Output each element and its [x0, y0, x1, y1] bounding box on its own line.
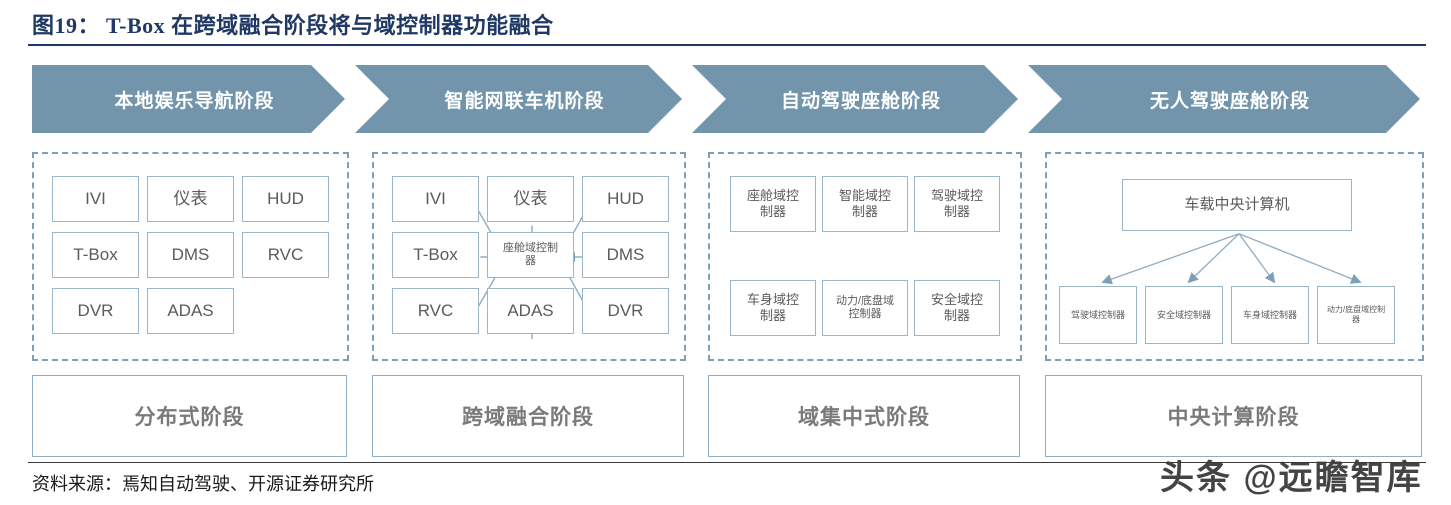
- node-dms: DMS: [582, 232, 669, 278]
- node-cluster: 仪表: [487, 176, 574, 222]
- node-adas: ADAS: [487, 288, 574, 334]
- node-ivi: IVI: [392, 176, 479, 222]
- stage-label-1-text: 分布式阶段: [134, 406, 245, 429]
- node-cockpit-domain-controller: 座舱域控制器: [730, 176, 816, 232]
- node-driving-domain-controller: 驾驶域控制器: [1059, 286, 1137, 344]
- node-smart-domain-controller: 智能域控制器: [822, 176, 908, 232]
- arrow-center-to-body: [1238, 233, 1276, 284]
- node-tbox: T-Box: [392, 232, 479, 278]
- node-dvr: DVR: [52, 288, 139, 334]
- stage-label-domain-centralized: 域集中式阶段: [708, 375, 1020, 457]
- stage-banner-2: 智能网联车机阶段: [355, 65, 682, 133]
- node-adas: ADAS: [147, 288, 234, 334]
- node-safety-domain-controller: 安全域控制器: [914, 280, 1000, 336]
- node-vehicle-central-computer: 车载中央计算机: [1122, 179, 1352, 231]
- node-safety-domain-controller: 安全域控制器: [1145, 286, 1223, 344]
- stage-banner-2-label: 智能网联车机阶段: [444, 90, 605, 112]
- arrow-center-to-driving: [1101, 233, 1240, 285]
- node-tbox: T-Box: [52, 232, 139, 278]
- stage-banner-3: 自动驾驶座舱阶段: [692, 65, 1018, 133]
- stage-label-4-text: 中央计算阶段: [1167, 406, 1300, 429]
- stage-banner-3-label: 自动驾驶座舱阶段: [780, 90, 941, 112]
- node-powertrain-chassis-domain-controller: 动力/底盘域控制器: [1317, 286, 1395, 344]
- stage-banner-4: 无人驾驶座舱阶段: [1028, 65, 1420, 133]
- panel-domain-centralized: 座舱域控制器 智能域控制器 驾驶域控制器 车身域控制器 动力/底盘域控制器 安全…: [708, 152, 1022, 361]
- node-dvr: DVR: [582, 288, 669, 334]
- node-hud: HUD: [242, 176, 329, 222]
- node-ivi: IVI: [52, 176, 139, 222]
- stage-banner-1-label: 本地娱乐导航阶段: [114, 90, 275, 112]
- arrow-center-to-powertrain: [1238, 233, 1362, 284]
- watermark: 头条 @远瞻智库: [1160, 459, 1423, 497]
- node-body-domain-controller: 车身域控制器: [730, 280, 816, 336]
- arrow-center-to-safety: [1187, 233, 1240, 284]
- stage-label-central-compute: 中央计算阶段: [1045, 375, 1422, 457]
- stage-label-distributed: 分布式阶段: [32, 375, 347, 457]
- node-hud: HUD: [582, 176, 669, 222]
- stage-banner-1: 本地娱乐导航阶段: [32, 65, 345, 133]
- footer-divider: [28, 462, 1426, 463]
- node-rvc: RVC: [392, 288, 479, 334]
- panel-distributed: IVI 仪表 HUD T-Box DMS RVC DVR ADAS: [32, 152, 349, 361]
- node-cockpit-domain-controller: 座舱域控制器: [487, 232, 574, 278]
- node-body-domain-controller: 车身域控制器: [1231, 286, 1309, 344]
- node-cluster: 仪表: [147, 176, 234, 222]
- source-note: 资料来源：焉知自动驾驶、开源证券研究所: [32, 474, 374, 494]
- node-powertrain-chassis-domain-controller: 动力/底盘域控制器: [822, 280, 908, 336]
- node-driving-domain-controller: 驾驶域控制器: [914, 176, 1000, 232]
- stage-label-2-text: 跨域融合阶段: [462, 406, 594, 429]
- figure-title: 图19： T-Box 在跨域融合阶段将与域控制器功能融合: [32, 13, 554, 38]
- panel-central-compute: 车载中央计算机 驾驶域控制器 安全域控制器 车身域控制器 动力/底盘域控制器: [1045, 152, 1424, 361]
- stage-banner-4-label: 无人驾驶座舱阶段: [1149, 90, 1310, 112]
- stage-label-3-text: 域集中式阶段: [798, 406, 930, 429]
- panel-cross-domain: IVI 仪表 HUD T-Box 座舱域控制器 DMS RVC ADAS DVR: [372, 152, 686, 361]
- title-divider: [28, 44, 1426, 46]
- node-rvc: RVC: [242, 232, 329, 278]
- node-dms: DMS: [147, 232, 234, 278]
- stage-label-cross-domain: 跨域融合阶段: [372, 375, 684, 457]
